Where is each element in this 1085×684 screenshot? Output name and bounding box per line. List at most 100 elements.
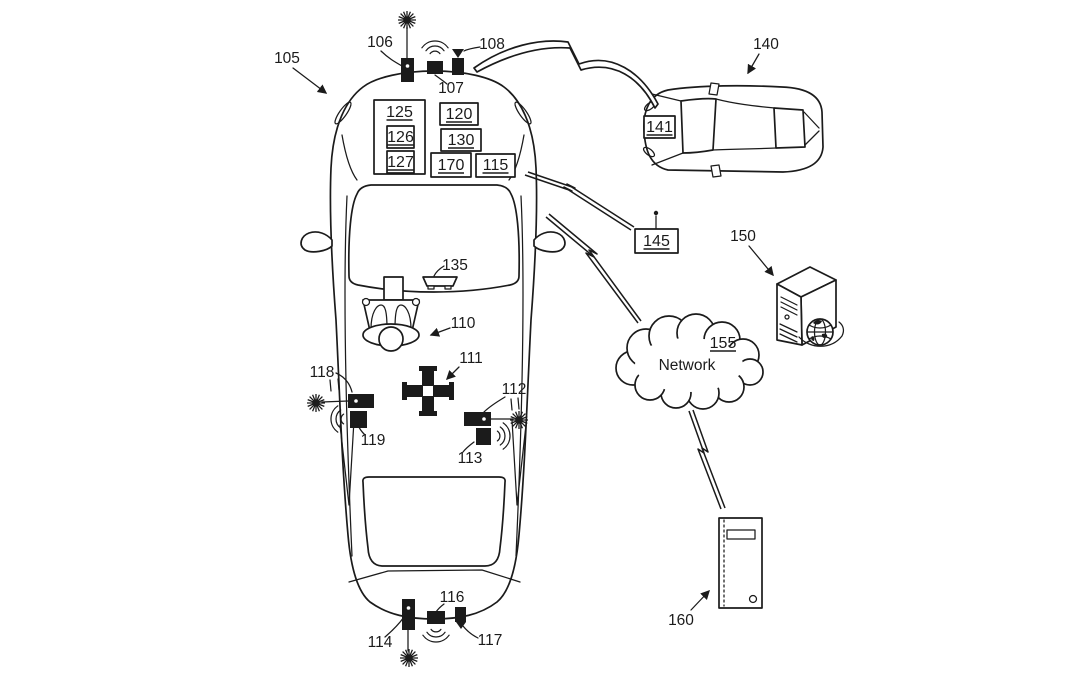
sensor-106: [401, 58, 414, 82]
sensor-108-cone: [452, 49, 464, 58]
rear-window: [362, 476, 506, 567]
ref-label-105: 105: [274, 50, 300, 67]
sensor-117: [455, 607, 466, 622]
module-box-127: [386, 150, 415, 174]
main-vehicle: [300, 70, 566, 620]
leader-arrow-140: [747, 53, 760, 75]
ref-label-114: 114: [368, 634, 393, 651]
module-box-130: [440, 128, 482, 152]
leader-arrow-160: [690, 589, 710, 611]
wireless-waves-icon-bottom: [422, 628, 450, 643]
globe-latitudes: [806, 324, 834, 340]
module-box-126: [386, 125, 415, 149]
network-ref-label: 155: [710, 335, 737, 352]
ref-label-108: 108: [479, 36, 505, 53]
signal-burst-icon-bottom: [399, 648, 419, 668]
signal-burst-icon-right: [509, 410, 529, 430]
mirror-tab-right: [444, 285, 452, 290]
sensor-112: [464, 412, 491, 426]
cabin-elements: [361, 276, 458, 416]
ref-label-135: 135: [442, 257, 468, 274]
remote-headlight-bottom: [642, 146, 656, 158]
ref-label-111: 111: [459, 350, 483, 367]
device-label-145: 145: [643, 233, 670, 250]
ref-label-150: 150: [730, 228, 756, 245]
leader-114: [384, 616, 405, 638]
sensor-119: [350, 411, 367, 428]
headlight-left: [334, 101, 352, 125]
antenna-tip-145: [653, 210, 659, 216]
link-vehicle-to-cloud-b: [545, 216, 639, 324]
body-sensors: [306, 10, 529, 668]
signal-burst-icon-top: [397, 10, 417, 30]
sensor-114-dot: [406, 606, 411, 610]
module-boxes: 125 126 127 120 130 170 115: [373, 99, 516, 178]
module-label-170: 170: [438, 157, 465, 174]
ref-label-106: 106: [367, 34, 393, 51]
server-power-button: [784, 314, 790, 320]
leader-arrow-111: [446, 366, 460, 380]
sensor-107: [427, 61, 443, 74]
driver-head: [378, 326, 404, 352]
wireless-links: [473, 40, 726, 510]
leader-107: [434, 74, 448, 85]
link-cloud-to-computer-b: [688, 410, 722, 510]
server-tower: [776, 266, 845, 347]
ref-label-118: 118: [310, 364, 335, 381]
ref-label-107: 107: [438, 80, 464, 97]
remote-windshield: [680, 97, 717, 154]
ref-label-119: 119: [361, 432, 386, 449]
sensor-112-dot: [482, 417, 486, 421]
wireless-waves-icon-top: [421, 40, 449, 55]
leader-135: [433, 265, 445, 277]
driver-arms: [370, 304, 412, 330]
module-label-130: 130: [448, 132, 475, 149]
module-label-141: 141: [646, 119, 673, 136]
sensor-117-cone: [456, 622, 466, 629]
module-label-125: 125: [386, 104, 413, 121]
wheel-hand-left: [361, 297, 371, 307]
remote-computer: [718, 517, 763, 609]
remote-roof-lines: [712, 98, 777, 151]
wireless-waves-icon-right: [496, 422, 511, 450]
headlight-right: [514, 101, 532, 125]
link-vehicle-to-145-b: [524, 174, 632, 231]
module-label-115: 115: [483, 157, 509, 174]
link-vehicle-to-145: [527, 171, 635, 228]
sensor-106-dot: [405, 64, 410, 68]
leader-113: [462, 441, 475, 453]
tick-marks-118: [329, 378, 340, 392]
link-cloud-to-computer: [692, 409, 726, 509]
server-vents-bottom: [779, 323, 798, 343]
sensor-118-dot: [354, 399, 358, 403]
computer-power-button: [748, 594, 758, 604]
link-vehicle-to-cloud: [548, 213, 642, 322]
leader-119: [357, 424, 366, 436]
sensor-108: [452, 58, 464, 75]
leader-108: [463, 46, 481, 52]
server-swoosh: [798, 321, 845, 347]
remote-mirror-bottom: [710, 164, 722, 178]
wheel-hand-right: [411, 297, 421, 307]
module-label-120: 120: [446, 106, 473, 123]
rearview-mirror: [422, 276, 458, 287]
sensor-118: [348, 394, 374, 408]
server-vents-top: [780, 296, 798, 316]
remote-vehicle: 141: [642, 82, 824, 178]
module-box-115: [475, 153, 516, 178]
c-pillar-notch-left: [339, 419, 355, 506]
leader-arrow-110: [429, 327, 451, 337]
leader-117: [462, 625, 479, 639]
remote-hood-lines: [651, 93, 684, 166]
leader-arrow-150: [748, 245, 774, 277]
leader-arrow-105: [292, 67, 328, 94]
server-front-face: [776, 283, 803, 346]
sensor-113: [476, 428, 491, 445]
c-pillar-notch-right: [511, 419, 527, 506]
leader-116: [435, 603, 445, 613]
mirror-tab-left: [427, 285, 435, 290]
trunk-lines: [348, 569, 521, 583]
module-box-120: [439, 102, 479, 126]
